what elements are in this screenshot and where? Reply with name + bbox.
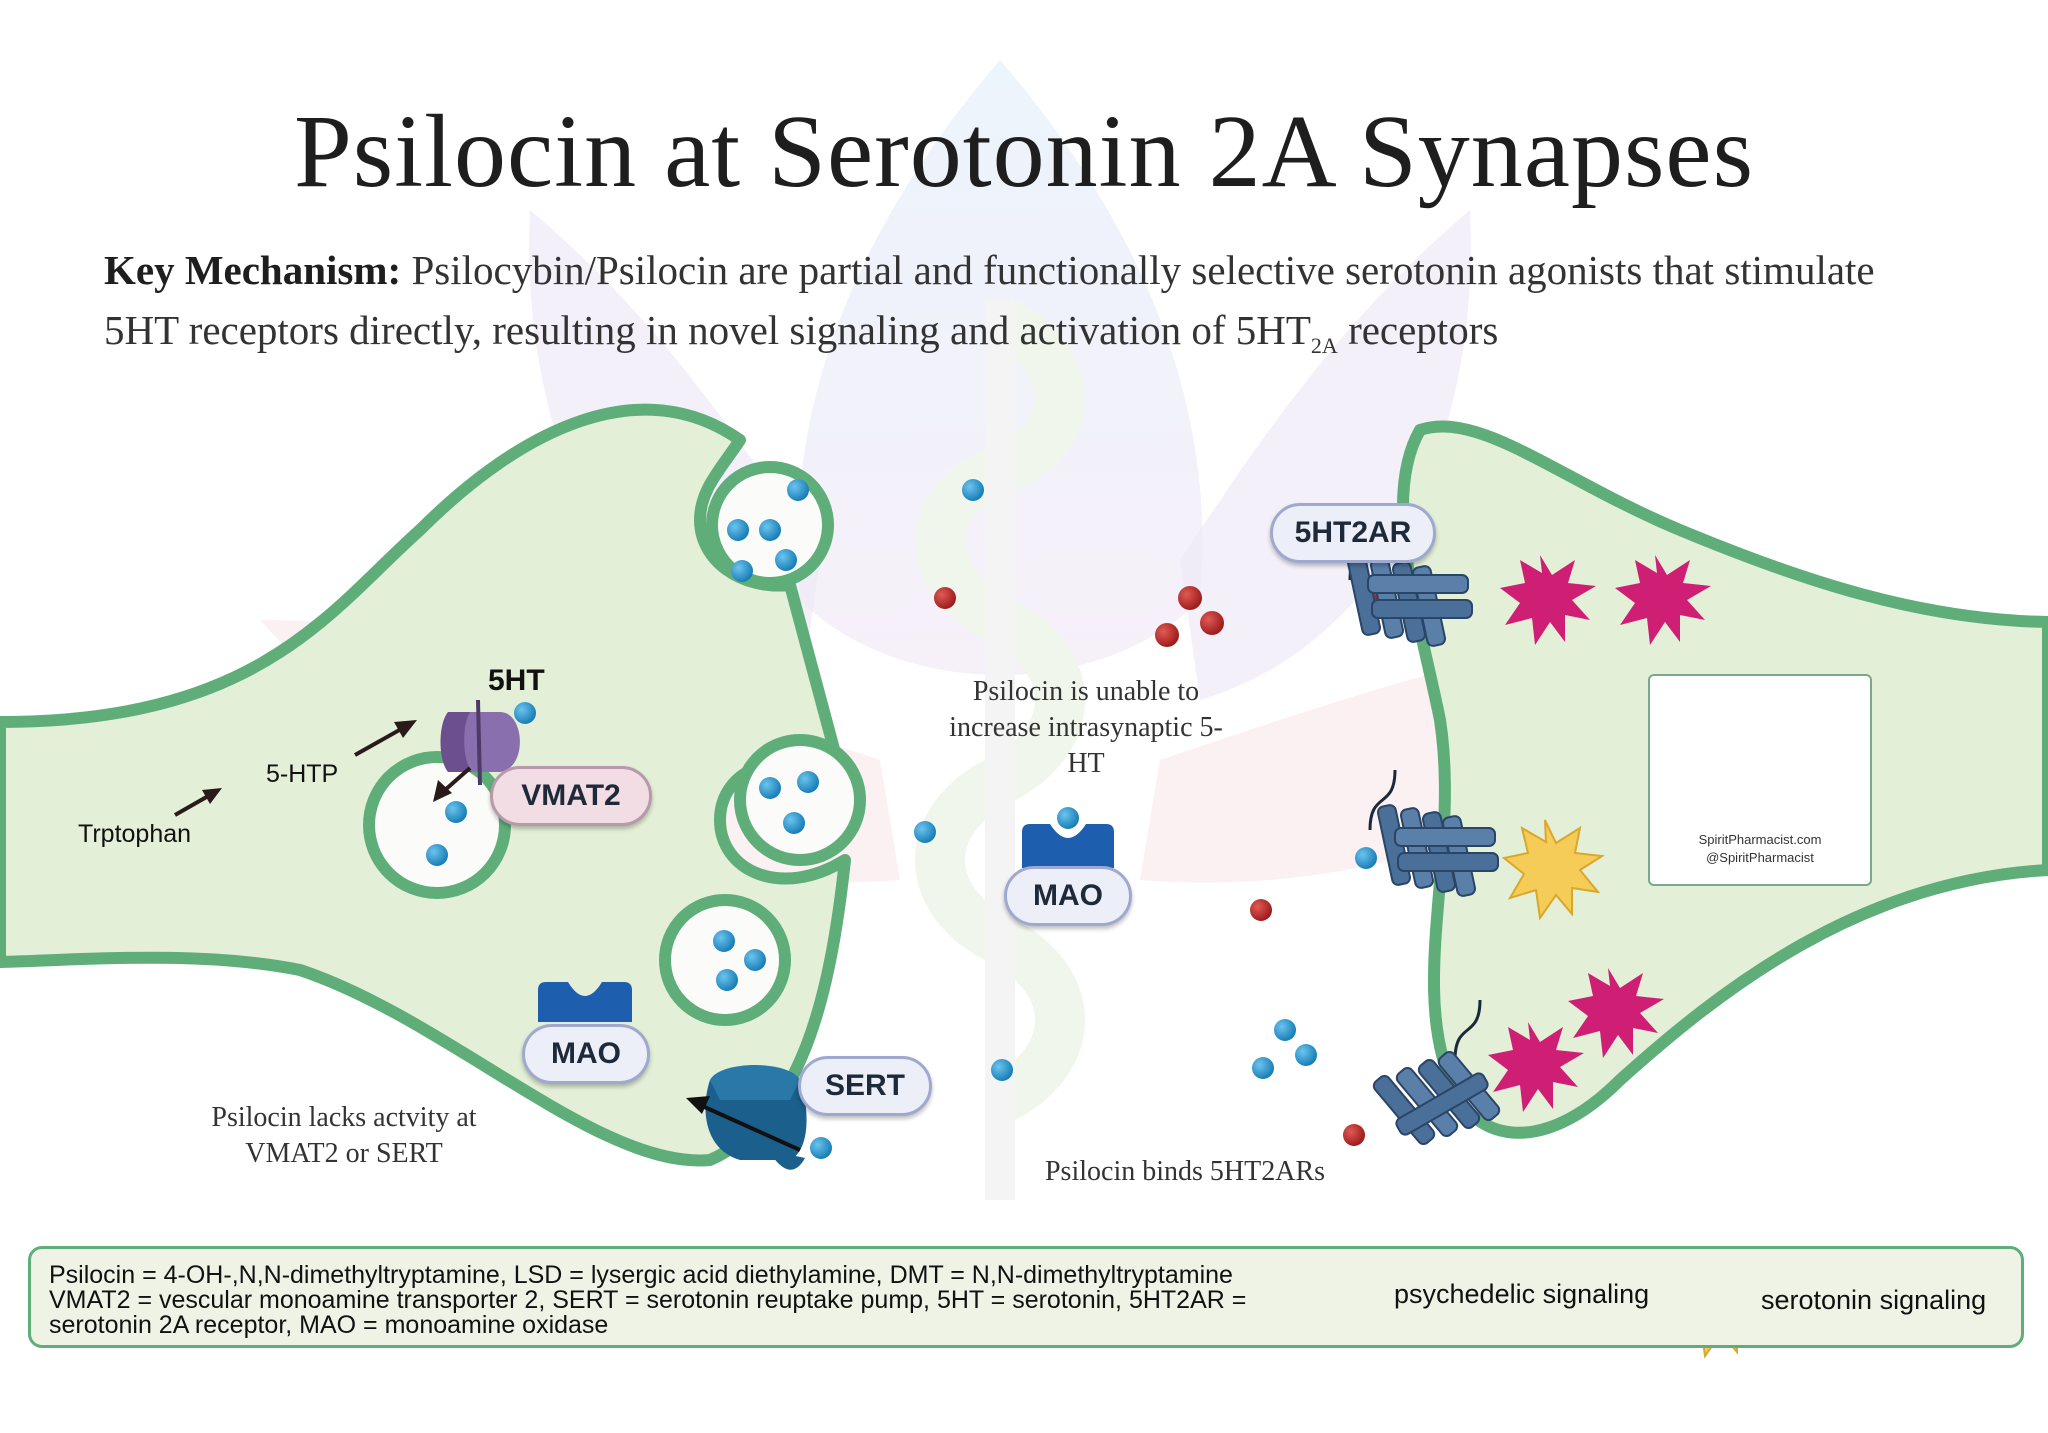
caption-lacks-activity: Psilocin lacks actvity at VMAT2 or SERT	[211, 1102, 477, 1169]
psilocin-dot	[934, 587, 956, 609]
caption-binds: Psilocin binds 5HT2ARs	[1044, 1156, 1326, 1187]
legend-line-1: Psilocin = 4-OH-,N,N-dimethyltryptamine,…	[49, 1261, 1233, 1289]
label-5ht: 5HT	[488, 664, 545, 697]
key-mechanism-text-end: receptors	[1337, 307, 1499, 353]
key-mechanism: Key Mechanism: Psilocybin/Psilocin are p…	[104, 240, 1954, 376]
serotonin-dot	[1057, 807, 1079, 829]
serotonin-dot	[716, 969, 738, 991]
serotonin-molecules	[426, 479, 1377, 1159]
serotonin-dot	[514, 702, 536, 724]
legend-definitions: Psilocin = 4-OH-,N,N-dimethyltryptamine,…	[49, 1263, 1339, 1338]
label-tryptophan: Trptophan	[78, 820, 192, 848]
serotonin-dot	[731, 560, 753, 582]
legend-line-2: VMAT2 = vescular monoamine transporter 2…	[49, 1286, 1247, 1314]
legend-line-3: serotonin 2A receptor, MAO = monoamine o…	[49, 1311, 609, 1339]
psilocin-dot	[1155, 623, 1179, 647]
mao-enzyme-presynaptic	[538, 982, 632, 1022]
ht2a-receptor-middle	[1368, 769, 1499, 897]
serotonin-signaling-star	[1501, 819, 1605, 921]
serotonin-dot	[759, 777, 781, 799]
legend-panel: Psilocin = 4-OH-,N,N-dimethyltryptamine,…	[28, 1246, 2024, 1348]
serotonin-dot	[810, 1137, 832, 1159]
serotonin-dot	[1252, 1057, 1274, 1079]
serotonin-dot	[787, 479, 809, 501]
caption-cleft: Psilocin is unable to increase intrasyna…	[949, 676, 1223, 779]
vmat2-label: VMAT2	[490, 766, 652, 826]
legend-serotonin-label: serotonin signaling	[1761, 1285, 1987, 1315]
legend-psychedelic-label: psychedelic signaling	[1394, 1279, 1650, 1309]
serotonin-dot	[1274, 1019, 1296, 1041]
vesicle-free	[659, 894, 791, 1026]
vesicle-docked-middle	[734, 734, 866, 866]
serotonin-dot	[759, 519, 781, 541]
ht2a-receptor-bottom	[1372, 999, 1501, 1145]
serotonin-dot	[713, 930, 735, 952]
serotonin-dot	[727, 519, 749, 541]
key-mechanism-label: Key Mechanism:	[104, 247, 402, 293]
key-mechanism-text: Psilocybin/Psilocin are partial and func…	[104, 247, 1875, 353]
page-title: Psilocin at Serotonin 2A Synapses	[293, 94, 1755, 209]
serotonin-dot	[1355, 847, 1377, 869]
psilocin-dot	[1343, 1124, 1365, 1146]
serotonin-dot	[426, 844, 448, 866]
serotonin-dot	[914, 821, 936, 843]
psychedelic-signaling-stars	[1488, 555, 1711, 1112]
serotonin-dot	[744, 949, 766, 971]
serotonin-dot	[991, 1059, 1013, 1081]
ht2ar-label: 5HT2AR	[1270, 503, 1436, 563]
sert-arrow	[686, 1096, 801, 1152]
serotonin-dot	[445, 801, 467, 823]
label-5htp: 5-HTP	[266, 760, 339, 788]
serotonin-dot	[783, 812, 805, 834]
serotonin-dot	[797, 771, 819, 793]
psilocin-dot	[1250, 899, 1272, 921]
vmat2-transporter	[440, 699, 520, 786]
psilocin-dot	[1178, 586, 1202, 610]
mao-label-cleft: MAO	[1004, 866, 1132, 926]
logo-website: SpiritPharmacist.com	[1698, 832, 1822, 847]
serotonin-dot	[1295, 1044, 1317, 1066]
psilocin-dot	[1200, 611, 1224, 635]
mao-enzyme-cleft	[1022, 824, 1114, 868]
logo-box: SpiritPharmacist.com @SpiritPharmacist	[1648, 674, 1872, 886]
key-mechanism-subscript: 2A	[1310, 333, 1338, 359]
pathway-arrows	[174, 720, 472, 817]
vesicle-vmat2	[363, 751, 511, 899]
serotonin-dot	[775, 549, 797, 571]
sert-label: SERT	[798, 1056, 932, 1116]
logo-handle: @SpiritPharmacist	[1706, 850, 1814, 865]
mao-label-presynaptic: MAO	[522, 1024, 650, 1084]
serotonin-dot	[962, 479, 984, 501]
